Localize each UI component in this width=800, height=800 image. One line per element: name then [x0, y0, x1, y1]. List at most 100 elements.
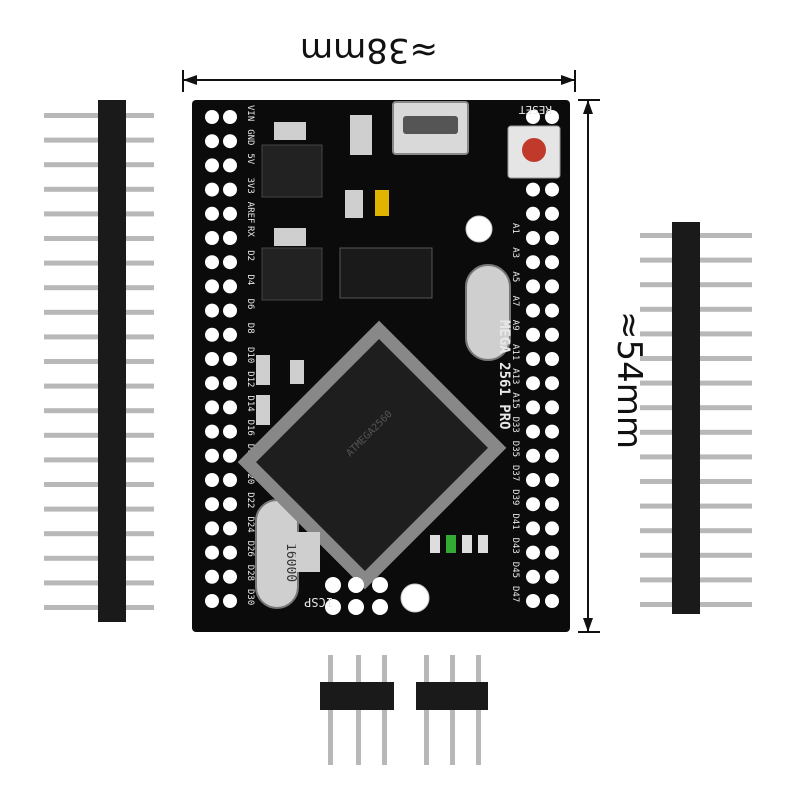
status-leds	[430, 535, 488, 553]
pad	[526, 327, 540, 342]
right-pin-label: A7	[510, 296, 520, 307]
right-pin-label: A11	[510, 344, 520, 360]
pad	[205, 473, 219, 487]
pad	[526, 231, 540, 245]
pad	[526, 255, 540, 270]
pad	[223, 134, 237, 149]
pad	[223, 569, 237, 584]
usb-serial-chip	[339, 247, 433, 299]
right-pin-label: A3	[510, 247, 520, 258]
pad	[223, 376, 237, 391]
reset-button-cap	[522, 138, 546, 162]
pad	[205, 134, 219, 149]
right-pin-label: D43	[510, 538, 520, 554]
pad	[205, 497, 219, 512]
pad	[205, 448, 219, 463]
pad	[545, 424, 559, 439]
pad	[545, 473, 559, 487]
pad	[545, 206, 559, 221]
pad	[223, 158, 237, 173]
left-pin-label: D2	[245, 250, 255, 261]
right-pad-columns: A1A3A5A7A9A11A13A15D33D35D37D39D41D43D45…	[510, 110, 559, 608]
left-pin-label: 3V3	[245, 178, 255, 194]
pad	[526, 473, 540, 487]
crystal-top	[465, 264, 511, 361]
pad	[223, 279, 237, 294]
left-pin-label: RX	[245, 226, 255, 237]
right-pin-label: A1	[510, 223, 520, 234]
pad	[223, 473, 237, 487]
pad	[526, 206, 540, 221]
pad	[205, 594, 219, 608]
left-pin-label: 5V	[245, 153, 255, 164]
pad	[545, 569, 559, 584]
left-pin-label: D12	[245, 371, 255, 387]
left-pin-label: D22	[245, 492, 255, 508]
pad	[526, 497, 540, 512]
pad	[526, 400, 540, 415]
right-pin-label: D33	[510, 417, 520, 433]
left-pin-label: D30	[245, 589, 255, 605]
pad	[545, 303, 559, 318]
pad	[223, 206, 237, 221]
pad	[545, 594, 559, 608]
pad	[545, 352, 559, 366]
pad	[545, 497, 559, 512]
pad	[526, 182, 540, 197]
pad	[223, 497, 237, 512]
pad	[545, 376, 559, 391]
pad	[526, 594, 540, 608]
pad	[545, 255, 559, 270]
pad	[205, 110, 219, 124]
pad	[545, 279, 559, 294]
right-pin-label: A15	[510, 392, 520, 408]
left-pin-label: D6	[245, 299, 255, 310]
pad	[223, 231, 237, 245]
pad	[205, 424, 219, 439]
right-pin-label: D41	[510, 513, 520, 529]
pad	[205, 231, 219, 245]
pad	[526, 376, 540, 391]
mounting-hole-top	[465, 215, 493, 243]
left-pin-label: D4	[245, 274, 255, 285]
right-pin-label: A9	[510, 320, 520, 331]
pad	[223, 521, 237, 536]
pad	[205, 521, 219, 536]
left-pin-label: D16	[245, 420, 255, 436]
pad	[223, 327, 237, 342]
left-pin-label: AREF	[245, 202, 255, 224]
reset-label: RESET	[519, 103, 552, 116]
pad	[205, 376, 219, 391]
crystal-label: 16000	[283, 543, 298, 582]
pad	[223, 400, 237, 415]
pad	[205, 569, 219, 584]
pad	[526, 569, 540, 584]
pad	[526, 424, 540, 439]
pad	[223, 303, 237, 318]
pad	[526, 303, 540, 318]
pad	[223, 545, 237, 560]
pad	[526, 545, 540, 560]
right-pin-label: D39	[510, 489, 520, 505]
pad	[205, 206, 219, 221]
left-pin-label: VIN	[245, 105, 255, 121]
icsp-label: ICSP	[304, 595, 333, 609]
main-mcu	[237, 320, 507, 590]
pad	[205, 352, 219, 366]
left-pin-label: D24	[245, 516, 255, 532]
pad	[205, 327, 219, 342]
pad	[223, 255, 237, 270]
pad	[545, 182, 559, 197]
header-body	[416, 682, 488, 710]
pad	[545, 545, 559, 560]
pad	[526, 352, 540, 366]
pad	[526, 110, 540, 124]
right-pin-label: A13	[510, 368, 520, 384]
pad	[205, 303, 219, 318]
pad	[223, 110, 237, 124]
pad	[205, 400, 219, 415]
left-pad-columns: VINGND5V3V3AREFRXD2D4D6D8D10D12D14D16D18…	[205, 105, 255, 608]
left-pin-label: D26	[245, 541, 255, 557]
